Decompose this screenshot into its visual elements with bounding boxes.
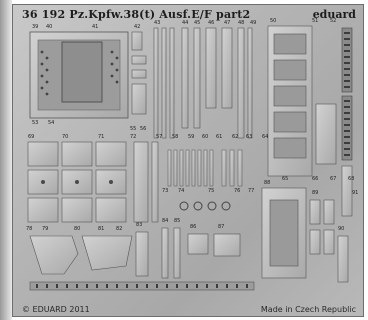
track-strip-lower [341,95,353,161]
brand-name: eduard [312,8,356,21]
adjacent-fret-edge [0,0,12,320]
part-number-65: 65 [282,176,288,182]
part-number-55: 55 [130,126,136,132]
part-number-43: 43 [154,20,160,26]
fret-title: 36 192 Pz.Kpfw.38(t) Ausf.E/F part2 [22,8,250,21]
part-number-71: 71 [98,134,104,140]
part-number-75: 75 [208,188,214,194]
part-number-86: 86 [190,224,196,230]
part-number-87: 87 [218,224,224,230]
lower-brackets [29,227,241,279]
etched-parts-layout: 39 40 41 42 43 44 45 46 47 48 49 50 51 52 53 54 55 56 57 58… [26,18,358,291]
part-number-60: 60 [202,134,208,140]
copyright-text: © EDUARD 2011 [22,305,90,314]
part-number-46: 46 [208,20,214,26]
part-number-73: 73 [162,188,168,194]
fender-panels [267,25,313,177]
part-number-64: 64 [262,134,268,140]
part-number-88: 88 [264,180,270,186]
grille-panel [29,31,129,119]
part-number-79: 79 [42,226,48,232]
set-number: 36 192 [22,8,66,21]
part-number-78: 78 [26,226,32,232]
part-number-52: 52 [330,18,336,24]
part-number-56: 56 [140,126,146,132]
part-number-45: 45 [194,20,200,26]
part-number-39: 39 [32,24,38,30]
small-brackets [131,31,147,115]
kit-title: Pz.Kpfw.38(t) Ausf.E/F [69,8,213,21]
part-number-77: 77 [248,188,254,194]
part-number-85: 85 [174,218,180,224]
part-number-82: 82 [116,226,122,232]
part-number-83: 83 [136,222,142,228]
part-number-80: 80 [74,226,80,232]
track-strip-upper [341,27,353,93]
part-number-89: 89 [312,190,318,196]
part-number-84: 84 [162,218,168,224]
part-number-66: 66 [312,176,318,182]
part-number-63: 63 [246,134,252,140]
vertical-strips [153,27,253,139]
tool-rack [133,141,159,223]
part-number-58: 58 [172,134,178,140]
engine-deck-panel [261,187,349,283]
part-number-40: 40 [46,24,52,30]
part-number-54: 54 [48,120,54,126]
part-number-72: 72 [130,134,136,140]
small-rings [179,201,231,211]
origin-text: Made in Czech Republic [260,305,356,314]
comb-parts [167,149,243,187]
part-number-76: 76 [234,188,240,194]
part-number-62: 62 [232,134,238,140]
part-number-81: 81 [98,226,104,232]
part-number-68: 68 [348,176,354,182]
hatch-rivets [41,180,113,184]
part-number-49: 49 [250,20,256,26]
part-number-53: 53 [32,120,38,126]
part-number-50: 50 [270,18,276,24]
part-number-51: 51 [312,18,318,24]
part-number-48: 48 [238,20,244,26]
side-part-right [315,103,353,217]
part-number-69: 69 [28,134,34,140]
part-number-47: 47 [224,20,230,26]
bottom-strip [29,281,255,291]
part-number-91: 91 [352,190,358,196]
part-label: part2 [216,8,251,21]
part-number-57: 57 [156,134,162,140]
part-number-61: 61 [216,134,222,140]
part-number-74: 74 [178,188,184,194]
part-number-90: 90 [338,226,344,232]
part-number-44: 44 [182,20,188,26]
part-number-42: 42 [134,24,140,30]
part-number-70: 70 [62,134,68,140]
part-number-67: 67 [330,176,336,182]
part-number-41: 41 [92,24,98,30]
part-number-59: 59 [188,134,194,140]
